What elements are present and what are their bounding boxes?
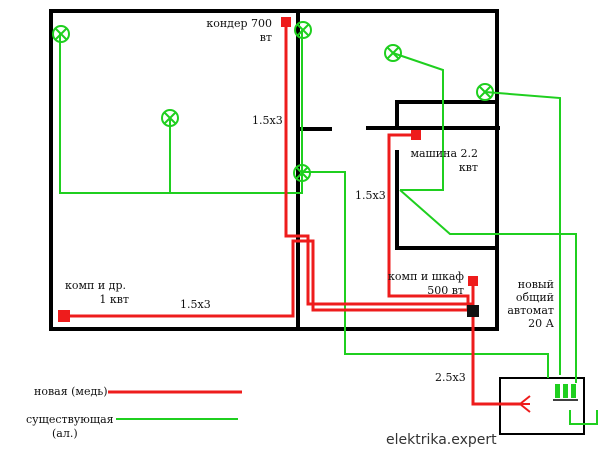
label-breaker-4: 20 А [528,317,554,330]
legend-new-label: новая (медь) [34,385,108,398]
new-wiring [65,22,520,406]
watermark: elektrika.expert [386,432,497,448]
lamp-icon [293,164,311,182]
label-comp-cabinet: комп и шкаф [388,270,464,283]
existing-wire-right-top [484,91,561,375]
socket-washer-icon [411,130,421,140]
existing-wire-right-light [392,52,444,191]
feed-fork [519,395,531,413]
legend-existing-label-2: (ал.) [52,427,78,440]
walls [49,9,500,331]
sockets [58,17,478,322]
box-terminals [519,384,578,413]
label-comp-cabinet-unit: 500 вт [427,284,464,297]
lamp-icon [476,83,494,101]
socket-conditioner-icon [281,17,291,27]
lamp-icon [52,25,70,43]
existing-wiring [59,30,598,425]
lamp-icon [384,44,402,62]
outer-wall [49,9,499,331]
existing-wire-box-loop [569,410,598,425]
new-wire-computer [65,239,473,318]
socket-comp-cabinet-icon [468,276,478,286]
label-cable-mid: 1.5х3 [355,189,386,202]
label-breaker-1: новый [518,278,554,291]
new-wire-main [471,313,520,406]
lamp-icon [294,21,312,39]
label-conditioner-unit: вт [260,31,272,44]
distribution-box [499,377,585,435]
existing-wire-bathroom [399,189,577,383]
terminal-1 [555,384,560,398]
terminal-2 [563,384,568,398]
label-washer: машина 2.2 [410,147,478,160]
label-breaker-2: общий [516,291,554,304]
label-breaker-3: автомат [507,304,554,317]
legend: новая (медь) существующая (ал.) [26,385,242,440]
new-wire-washer [387,133,470,309]
bathroom-wall-lower [395,150,497,250]
label-cable-bottom: 1.5х3 [180,298,211,311]
lamp-icon [161,109,179,127]
existing-wire-left-room [59,30,303,194]
label-cable-top: 1.5х3 [252,114,283,127]
breaker-icon [467,305,479,317]
legend-existing-label: существующая [26,413,114,426]
label-computer: комп и др. [65,279,126,292]
terminal-3 [571,384,576,398]
existing-wire-to-box [302,171,549,378]
label-washer-unit: квт [459,161,478,174]
label-computer-unit: 1 квт [99,293,129,306]
label-conditioner: кондер 700 [206,17,272,30]
label-cable-main: 2.5х3 [435,371,466,384]
lamps [52,21,494,182]
socket-computer-icon [58,310,70,322]
bathroom-wall [395,100,497,130]
